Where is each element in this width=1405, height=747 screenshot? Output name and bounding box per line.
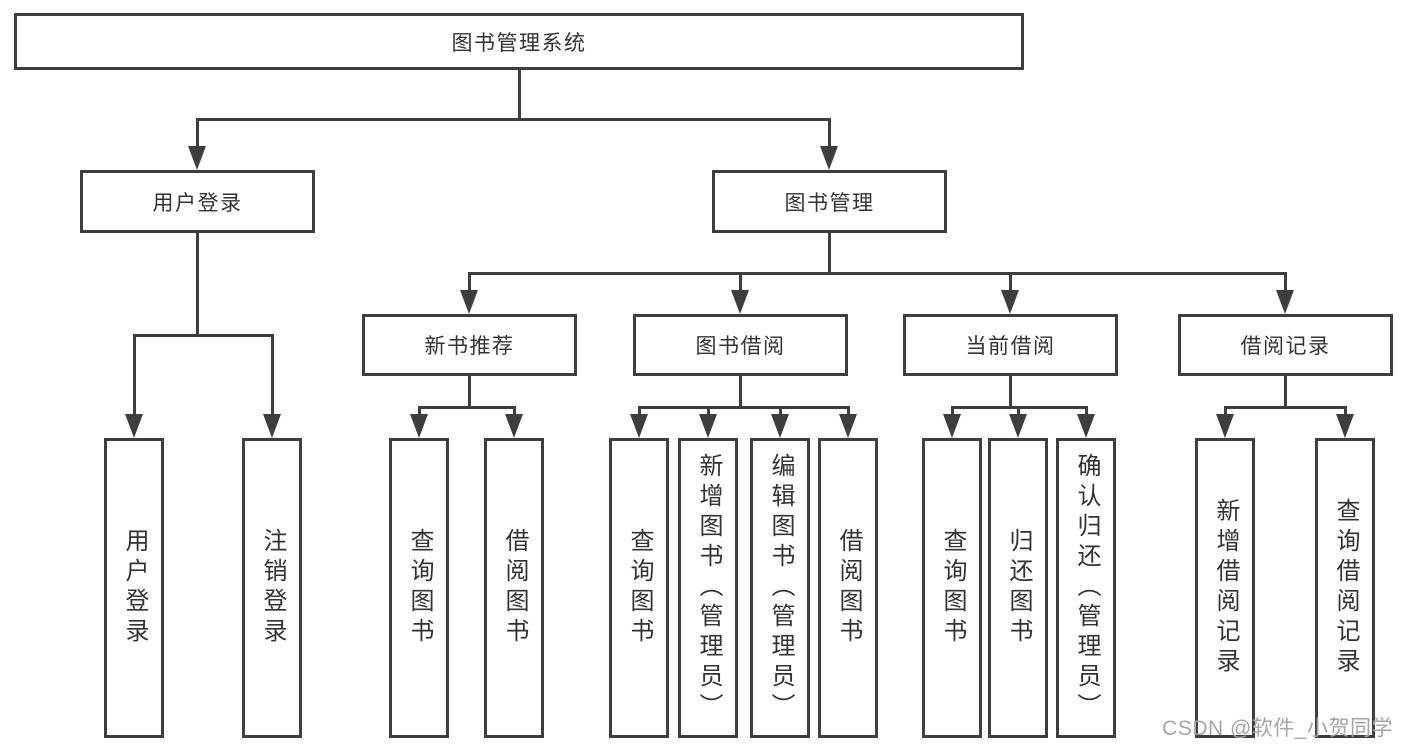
node-bb-borrow-books-label: 借阅图书 xyxy=(835,528,862,648)
arrowhead-down-icon xyxy=(125,414,143,438)
node-bb-query-books: 查询图书 xyxy=(609,438,669,738)
arrowhead-down-icon xyxy=(1077,414,1095,438)
arrowhead-down-icon xyxy=(263,414,281,438)
node-bb-query-books-label: 查询图书 xyxy=(626,528,653,648)
node-nbr-query-books: 查询图书 xyxy=(389,438,449,738)
arrowhead-down-icon xyxy=(1009,414,1027,438)
node-cb-return-books: 归还图书 xyxy=(988,438,1048,738)
node-book-borrowing-label: 图书借阅 xyxy=(695,335,786,358)
node-user-login-leaf-label: 用户登录 xyxy=(121,528,148,648)
connector-arrow-shaft xyxy=(513,406,516,416)
node-nbr-query-books-label: 查询图书 xyxy=(406,528,433,648)
connector-line xyxy=(1284,376,1287,409)
arrowhead-down-icon xyxy=(188,146,206,170)
node-bb-add-books-admin: 新增图书（管理员） xyxy=(678,438,738,738)
connector-arrow-shaft xyxy=(638,406,641,416)
arrowhead-down-icon xyxy=(630,414,648,438)
connector-arrow-shaft xyxy=(1085,406,1088,416)
node-logout: 注销登录 xyxy=(242,438,302,738)
connector-line xyxy=(518,70,521,121)
connector-arrow-shaft xyxy=(1009,272,1012,292)
node-br-add-record: 新增借阅记录 xyxy=(1195,438,1255,738)
connector-arrow-shaft xyxy=(951,406,954,416)
arrowhead-down-icon xyxy=(771,414,789,438)
connector-arrow-shaft xyxy=(271,334,274,416)
arrowhead-down-icon xyxy=(839,414,857,438)
node-borrowing-records: 借阅记录 xyxy=(1178,314,1393,376)
arrowhead-down-icon xyxy=(731,290,749,314)
node-new-book-recommend-label: 新书推荐 xyxy=(424,335,515,358)
node-root-label: 图书管理系统 xyxy=(451,31,587,55)
node-borrowing-records-label: 借阅记录 xyxy=(1240,335,1331,358)
connector-line xyxy=(1009,376,1012,409)
connector-arrow-shaft xyxy=(1224,406,1227,416)
connector-line xyxy=(1224,406,1346,409)
arrowhead-down-icon xyxy=(410,414,428,438)
node-nbr-borrow-books: 借阅图书 xyxy=(484,438,544,738)
node-book-borrowing: 图书借阅 xyxy=(633,314,848,376)
connector-line xyxy=(196,118,830,121)
node-bb-edit-books-admin: 编辑图书（管理员） xyxy=(750,438,810,738)
connector-line xyxy=(418,406,515,409)
connector-arrow-shaft xyxy=(828,118,831,148)
connector-arrow-shaft xyxy=(418,406,421,416)
arrowhead-down-icon xyxy=(1276,290,1294,314)
arrowhead-down-icon xyxy=(820,146,838,170)
connector-arrow-shaft xyxy=(739,272,742,292)
connector-line xyxy=(468,376,471,409)
node-cb-confirm-return-admin-label: 确认归还（管理员） xyxy=(1073,453,1100,723)
node-user-login-label: 用户登录 xyxy=(152,191,243,215)
node-book-management-label: 图书管理 xyxy=(784,191,875,215)
connector-arrow-shaft xyxy=(707,406,710,416)
connector-arrow-shaft xyxy=(1284,272,1287,292)
connector-line xyxy=(739,376,742,409)
node-cb-query-books-label: 查询图书 xyxy=(939,528,966,648)
node-br-query-record: 查询借阅记录 xyxy=(1315,438,1375,738)
connector-arrow-shaft xyxy=(1017,406,1020,416)
node-bb-add-books-admin-label: 新增图书（管理员） xyxy=(695,453,722,723)
node-cb-confirm-return-admin: 确认归还（管理员） xyxy=(1056,438,1116,738)
connector-line xyxy=(638,406,849,409)
node-cb-return-books-label: 归还图书 xyxy=(1005,528,1032,648)
node-bb-borrow-books: 借阅图书 xyxy=(818,438,878,738)
arrowhead-down-icon xyxy=(1336,414,1354,438)
node-new-book-recommend: 新书推荐 xyxy=(362,314,577,376)
node-current-borrowing-label: 当前借阅 xyxy=(965,335,1056,358)
connector-line xyxy=(828,233,831,275)
node-user-login: 用户登录 xyxy=(80,170,315,233)
node-root: 图书管理系统 xyxy=(14,13,1024,70)
arrowhead-down-icon xyxy=(460,290,478,314)
connector-line xyxy=(133,334,273,337)
connector-arrow-shaft xyxy=(196,118,199,148)
node-book-management: 图书管理 xyxy=(712,170,947,233)
node-bb-edit-books-admin-label: 编辑图书（管理员） xyxy=(767,453,794,723)
node-nbr-borrow-books-label: 借阅图书 xyxy=(501,528,528,648)
node-br-add-record-label: 新增借阅记录 xyxy=(1212,498,1239,678)
arrowhead-down-icon xyxy=(1001,290,1019,314)
node-current-borrowing: 当前借阅 xyxy=(903,314,1118,376)
arrowhead-down-icon xyxy=(943,414,961,438)
connector-arrow-shaft xyxy=(133,334,136,416)
arrowhead-down-icon xyxy=(1216,414,1234,438)
node-br-query-record-label: 查询借阅记录 xyxy=(1332,498,1359,678)
watermark: CSDN @软件_小贺同学 xyxy=(1162,717,1393,740)
node-cb-query-books: 查询图书 xyxy=(922,438,982,738)
node-logout-label: 注销登录 xyxy=(259,528,286,648)
connector-line xyxy=(468,272,1286,275)
connector-arrow-shaft xyxy=(1344,406,1347,416)
connector-line xyxy=(196,233,199,337)
connector-arrow-shaft xyxy=(468,272,471,292)
connector-arrow-shaft xyxy=(779,406,782,416)
node-user-login-leaf: 用户登录 xyxy=(104,438,164,738)
arrowhead-down-icon xyxy=(505,414,523,438)
connector-arrow-shaft xyxy=(847,406,850,416)
arrowhead-down-icon xyxy=(699,414,717,438)
